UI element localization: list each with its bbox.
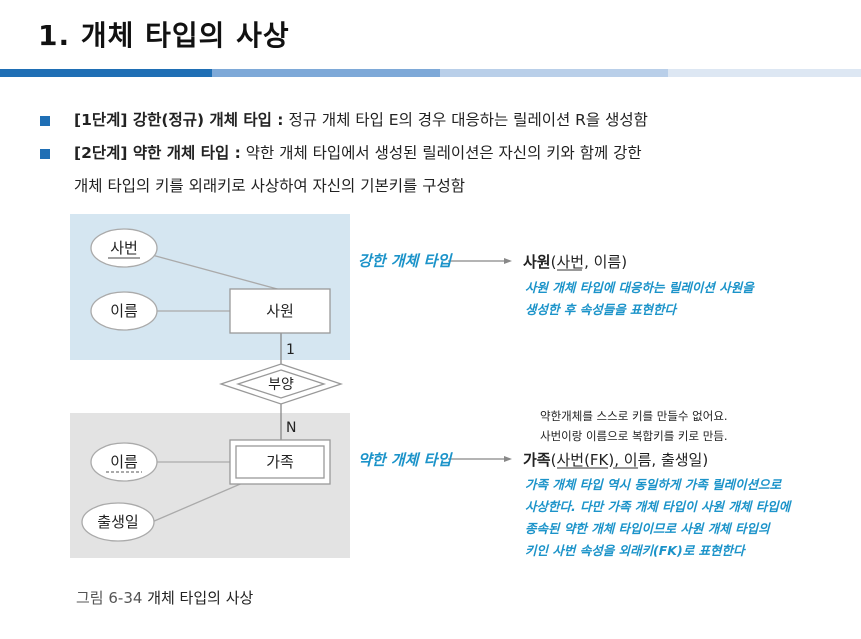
cardinality-one: 1 — [286, 342, 295, 358]
note-line: 생성한 후 속성들을 표현한다 — [525, 302, 677, 317]
weak-entity-box-inner — [235, 445, 325, 479]
bullet-square-icon — [40, 116, 50, 126]
relation-name: 가족 — [523, 451, 551, 469]
attr-label: 출생일 — [97, 513, 138, 531]
arrow-head-icon — [504, 258, 512, 264]
bullet-item-continuation: 개체 타입의 키를 외래키로 사상하여 자신의 기본키를 구성함 — [38, 170, 838, 203]
attr-label: 이름 — [110, 302, 138, 320]
bullet-text: 약한 개체 타입에서 생성된 릴레이션은 자신의 키와 함께 강한 — [240, 144, 642, 162]
note-line: 사원 개체 타입에 대응하는 릴레이션 사원을 — [525, 280, 754, 295]
title-underline — [0, 69, 861, 77]
relation-separator: , — [614, 451, 624, 469]
relation-rest: , 출생일) — [651, 451, 709, 469]
attr-label: 이름 — [110, 453, 138, 471]
bullet-list: [1단계] 강한(정규) 개체 타입 : 정규 개체 타입 E의 경우 대응하는… — [38, 104, 838, 203]
weak-note: 가족 개체 타입 역시 동일하게 가족 릴레이션으로 사상한다. 다만 가족 개… — [525, 474, 790, 562]
attr-line — [151, 481, 246, 523]
strong-type-annotation: 강한 개체 타입 — [358, 252, 452, 270]
attr-oval-empno — [90, 228, 158, 268]
relationship-label: 부양 — [268, 377, 294, 393]
strong-note: 사원 개체 타입에 대응하는 릴레이션 사원을 생성한 후 속성들을 표현한다 — [525, 277, 754, 321]
note-line: 키인 사번 속성을 외래키(FK)로 표현한다 — [525, 543, 745, 558]
strong-relation-schema: 사원(사번, 이름) — [523, 253, 628, 271]
cardinality-n: N — [286, 420, 296, 436]
small-note: 약한개체를 스스로 키를 만들수 없어요. 사번이랑 이름으로 복합키를 키로 … — [540, 406, 728, 446]
note-line: 약한개체를 스스로 키를 만들수 없어요. — [540, 409, 728, 423]
relation-key: 이름 — [623, 451, 652, 469]
entity-label: 가족 — [266, 453, 294, 471]
attr-oval-birthdate — [81, 502, 155, 542]
relation-rest: , 이름) — [584, 253, 628, 271]
attr-oval-name — [90, 291, 158, 331]
strong-entity-box — [229, 288, 331, 334]
page-title: 1. 개체 타입의 사상 — [38, 19, 290, 52]
bullet-text: 정규 개체 타입 E의 경우 대응하는 릴레이션 R을 생성함 — [283, 111, 648, 129]
relation-key: 사번 — [556, 253, 585, 271]
note-line: 종속된 약한 개체 타입이므로 사원 개체 타입의 — [525, 521, 770, 536]
bullet-label: [2단계] 약한 개체 타입 : — [74, 144, 241, 162]
bullet-text: 개체 타입의 키를 외래키로 사상하여 자신의 기본키를 구성함 — [74, 177, 465, 195]
note-line: 가족 개체 타입 역시 동일하게 가족 릴레이션으로 — [525, 477, 782, 492]
bullet-square-icon — [40, 149, 50, 159]
note-line: 사번이랑 이름으로 복합키를 키로 만듬. — [540, 429, 728, 443]
note-line: 사상한다. 다만 가족 개체 타입이 사원 개체 타입에 — [525, 499, 791, 514]
weak-type-annotation: 약한 개체 타입 — [358, 451, 452, 469]
bullet-item: [2단계] 약한 개체 타입 : 약한 개체 타입에서 생성된 릴레이션은 자신… — [38, 137, 838, 170]
bullet-label: [1단계] 강한(정규) 개체 타입 : — [74, 111, 284, 129]
relation-key: 사번(FK) — [556, 451, 615, 469]
arrow-head-icon — [504, 456, 512, 462]
entity-label: 사원 — [266, 302, 294, 320]
attr-line — [151, 254, 282, 291]
relation-name: 사원 — [523, 253, 551, 271]
bullet-item: [1단계] 강한(정규) 개체 타입 : 정규 개체 타입 E의 경우 대응하는… — [38, 104, 838, 137]
figure-caption: 그림 6-34 개체 타입의 사상 — [76, 587, 253, 608]
attr-label: 사번 — [110, 239, 138, 257]
caption-title: 개체 타입의 사상 — [147, 589, 254, 607]
caption-prefix: 그림 6-34 — [76, 589, 148, 607]
relationship-diamond-inner — [235, 369, 327, 399]
weak-relation-schema: 가족(사번(FK), 이름, 출생일) — [523, 451, 709, 469]
